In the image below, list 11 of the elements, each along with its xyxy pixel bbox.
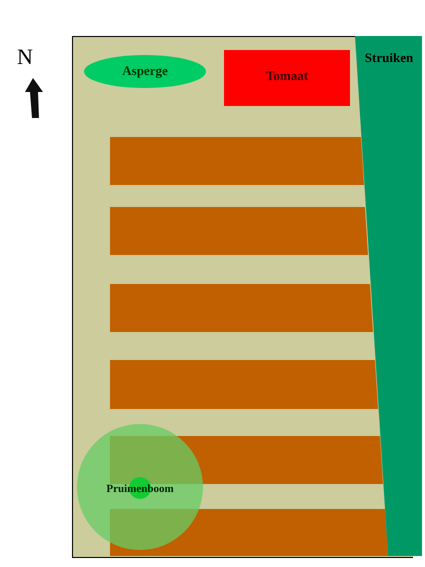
plum-tree-canopy [77,424,203,550]
compass-label: N [17,44,33,70]
garden-bed [110,137,361,185]
garden-bed [110,284,370,332]
bed-label: Tomaat [266,68,308,84]
bed-label: Struiken [364,50,414,66]
shrub-strip [355,36,422,556]
garden-bed [110,207,365,255]
bed-label: Asperge [122,63,168,79]
asparagus-bed [84,55,206,88]
tomato-bed [224,50,350,106]
